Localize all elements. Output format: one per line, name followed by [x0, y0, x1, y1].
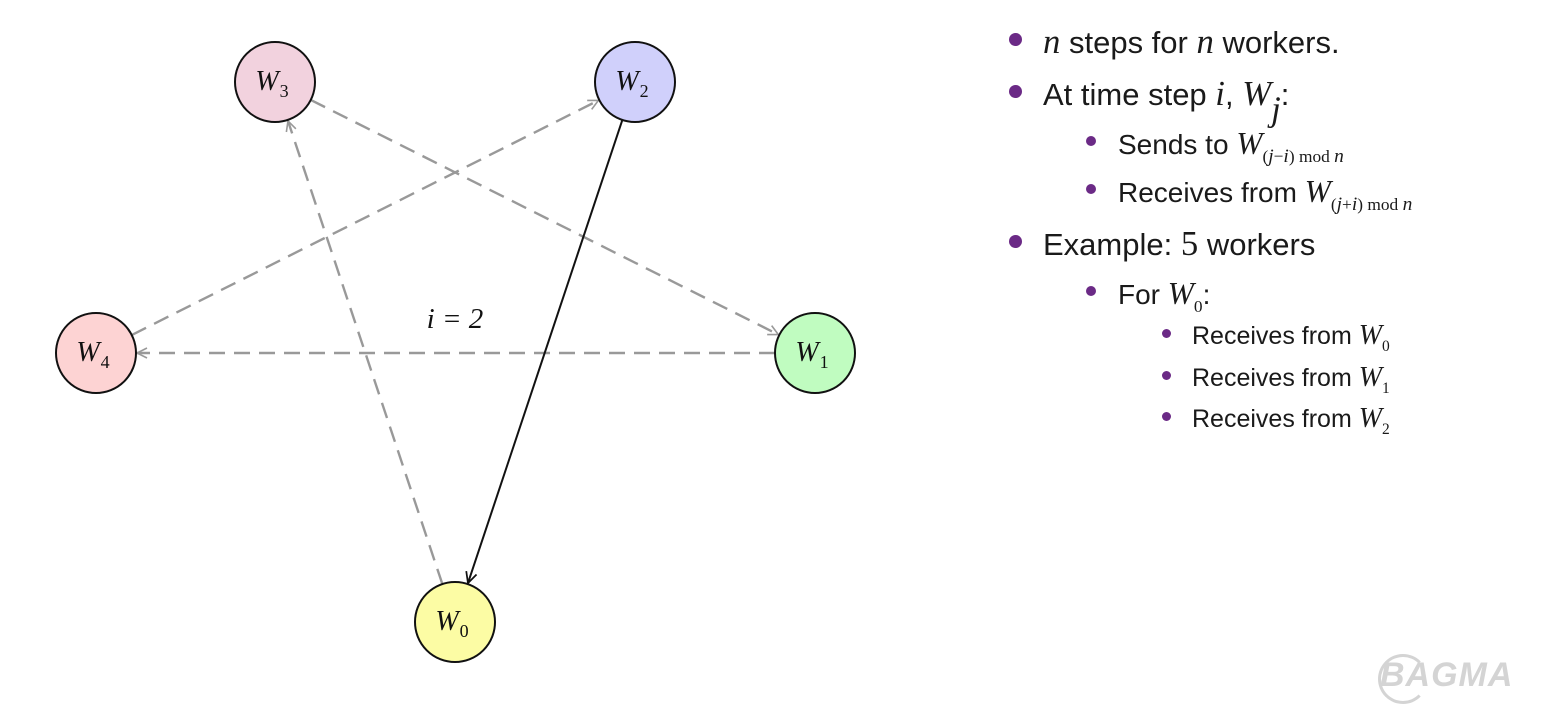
bullet-text: Example:: [1043, 227, 1181, 262]
math-w: W: [1236, 126, 1263, 161]
math-w: W: [1304, 174, 1331, 209]
math-n: n: [1043, 22, 1061, 61]
edge-w0-to-w3: [288, 121, 444, 585]
bullet-receives-w1: Receives from W1: [1162, 362, 1390, 397]
bullet-text: For: [1118, 279, 1168, 310]
bullet-receives-w0: Receives from W0: [1162, 320, 1390, 355]
math-w: W: [1358, 403, 1383, 434]
math-w: W: [1358, 320, 1383, 351]
math-sub: 0: [1193, 296, 1203, 316]
node-w2: W2: [594, 41, 676, 123]
math-sub-j: j: [1271, 89, 1281, 129]
bullet-text: workers.: [1213, 25, 1340, 60]
bullet-time-step: At time step i, Wj:: [1009, 74, 1290, 126]
node-circle: [55, 312, 137, 394]
bullet-sends-to: Sends to W(j−i) mod n: [1086, 126, 1344, 166]
math-number: 5: [1180, 224, 1199, 263]
bullet-dot: [1009, 33, 1022, 46]
math-n: n: [1196, 22, 1214, 61]
bullet-text: At time step: [1043, 77, 1216, 112]
math-w: W: [1358, 362, 1383, 393]
bullet-dot: [1086, 184, 1096, 194]
step-label-text: i = 2: [427, 303, 484, 335]
node-circle: [234, 41, 316, 123]
math-i: i: [1215, 74, 1225, 113]
math-w: W: [1167, 276, 1194, 311]
bullet-text: Receives from: [1118, 177, 1305, 208]
logo: BAGMA: [1380, 656, 1514, 694]
math-sub: 0: [1382, 337, 1390, 355]
math-subscript: (j−i) mod n: [1262, 145, 1344, 167]
bullet-text: Receives from: [1192, 405, 1359, 433]
bullet-receives-w2: Receives from W2: [1162, 403, 1390, 438]
bullet-text: steps for: [1060, 25, 1197, 60]
bullet-dot: [1086, 286, 1096, 296]
node-circle: [594, 41, 676, 123]
math-subscript: (j+i) mod n: [1330, 193, 1413, 215]
bullet-text: :: [1202, 279, 1211, 310]
bullet-dot: [1162, 371, 1171, 380]
node-label: W2: [615, 66, 648, 101]
bullet-text: Sends to: [1118, 129, 1237, 160]
bullet-dot: [1086, 136, 1096, 146]
bullet-dot: [1009, 235, 1022, 248]
bullet-example: Example: 5 workers: [1009, 224, 1316, 264]
bullet-text: workers: [1198, 227, 1316, 262]
bullet-dot: [1162, 329, 1171, 338]
node-w0: W0: [414, 581, 496, 663]
node-label: W3: [255, 66, 288, 101]
step-label: i = 2: [427, 303, 484, 335]
node-w1: W1: [774, 312, 856, 394]
bullet-receives-from: Receives from W(j+i) mod n: [1086, 174, 1412, 214]
math-sub: 2: [1382, 420, 1390, 438]
bullet-text: Receives from: [1192, 322, 1359, 350]
node-w3: W3: [234, 41, 316, 123]
math-w: W: [1242, 74, 1272, 113]
bullet-dot: [1009, 85, 1022, 98]
bullet-for-w0: For W0:: [1086, 276, 1211, 315]
bullet-text: :: [1280, 77, 1290, 112]
edge-w3-to-w1: [310, 98, 779, 336]
bullet-n-steps: n steps for n workers.: [1009, 22, 1340, 62]
math-sub: 1: [1382, 379, 1390, 397]
node-circle: [774, 312, 856, 394]
bullet-text: Receives from: [1192, 364, 1359, 392]
node-label: W4: [76, 337, 109, 372]
node-label: W1: [795, 337, 828, 372]
bullet-dot: [1162, 412, 1171, 421]
edge-w2-to-w0: [468, 119, 624, 583]
edge-w4-to-w2: [131, 99, 599, 337]
bullet-text: ,: [1224, 77, 1243, 112]
node-circle: [414, 581, 496, 663]
node-label: W0: [435, 606, 468, 641]
node-w4: W4: [55, 312, 137, 394]
